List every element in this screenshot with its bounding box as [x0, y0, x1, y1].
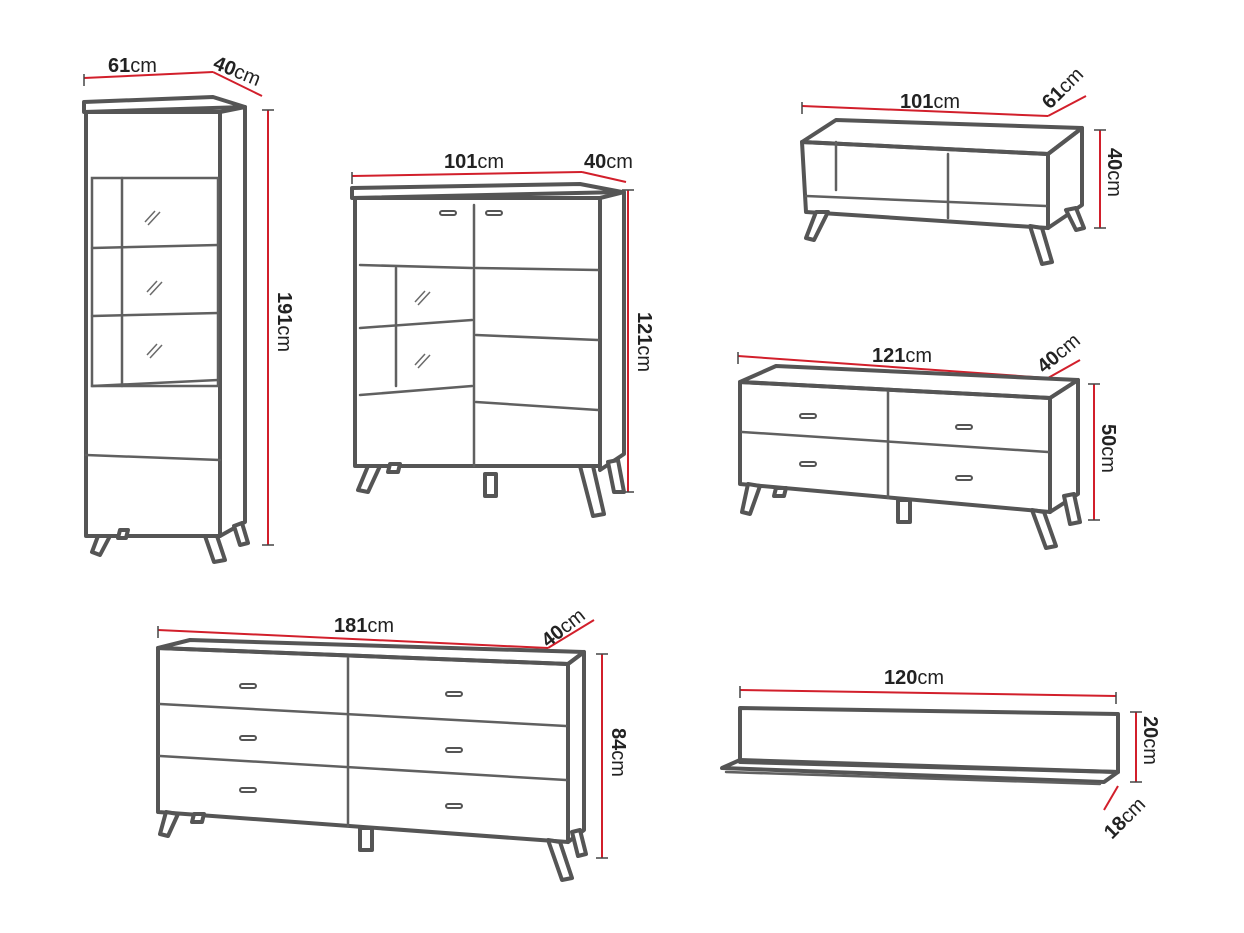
handle-icon — [239, 735, 257, 741]
depth-label: 18cm — [1100, 793, 1150, 843]
cabinet-body — [84, 110, 222, 538]
depth-dimension-line — [1047, 95, 1087, 117]
width-dimension-line — [157, 629, 549, 649]
handle-icon — [239, 683, 257, 689]
handle-icon — [445, 803, 463, 809]
handle-icon — [445, 747, 463, 753]
width-label: 61cm — [108, 55, 157, 77]
depth-label: 61cm — [1038, 63, 1088, 113]
handle-icon — [955, 475, 973, 481]
width-label: 121cm — [872, 345, 932, 367]
depth-dimension-line — [1103, 785, 1119, 811]
vitrine-tall: 61cm 40cm 191cm — [82, 52, 295, 564]
handle-icon — [799, 413, 817, 419]
depth-label: 40cm — [584, 151, 633, 173]
handle-icon — [239, 787, 257, 793]
handle-icon — [799, 461, 817, 467]
handle-icon — [445, 691, 463, 697]
coffee-table: 101cm 61cm 40cm — [800, 63, 1125, 266]
depth-label: 40cm — [210, 52, 264, 91]
width-label: 181cm — [334, 615, 394, 637]
width-label: 101cm — [900, 91, 960, 113]
height-label: 84cm — [607, 728, 629, 777]
height-label: 20cm — [1139, 716, 1161, 765]
width-dimension-line — [83, 71, 214, 79]
height-label: 121cm — [633, 312, 655, 372]
tv-stand: 121cm 40cm 50cm — [737, 330, 1119, 550]
handle-icon — [439, 210, 457, 216]
highboard-vitrine: 101cm 40cm 121cm — [350, 151, 655, 518]
width-dimension-line — [801, 105, 1049, 117]
depth-dimension-line — [1047, 359, 1081, 379]
depth-dimension-line — [547, 619, 595, 649]
depth-dimension-line — [212, 71, 263, 97]
width-label: 120cm — [884, 667, 944, 689]
depth-dimension-line — [581, 171, 627, 183]
height-label: 191cm — [273, 292, 295, 352]
chest-of-drawers: 181cm 40cm 84cm — [156, 604, 629, 882]
handle-icon — [955, 424, 973, 430]
height-label: 40cm — [1103, 148, 1125, 197]
width-dimension-line — [739, 689, 1117, 697]
depth-label: 40cm — [1033, 330, 1085, 378]
width-dimension-line — [351, 171, 583, 177]
cabinet-body — [353, 196, 602, 468]
handle-icon — [485, 210, 503, 216]
width-label: 101cm — [444, 151, 504, 173]
height-label: 50cm — [1097, 424, 1119, 473]
wall-shelf: 120cm 20cm 18cm — [720, 667, 1161, 844]
